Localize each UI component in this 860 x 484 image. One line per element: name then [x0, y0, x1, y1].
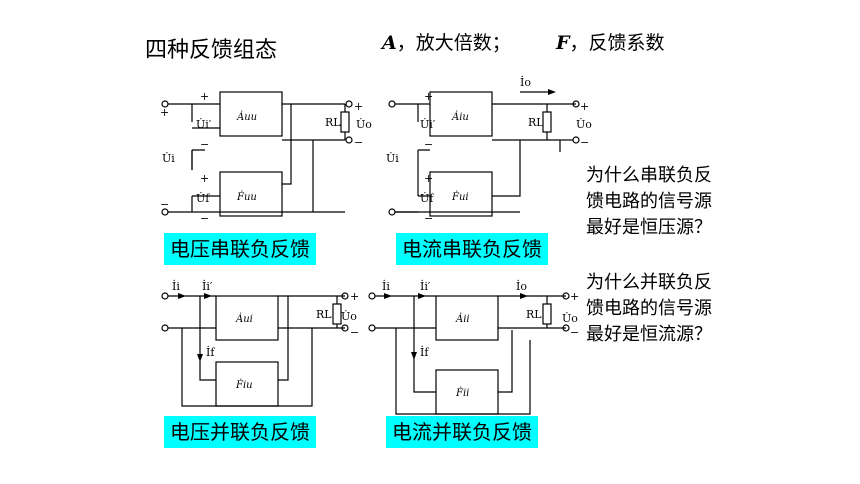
- c2-minus-1: −: [424, 138, 433, 151]
- question-shunt: 为什么并联负反 馈电路的信号源 最好是恒流源？: [586, 270, 712, 348]
- c3-f-label: Ḟiu: [235, 379, 253, 391]
- c3-plus-out: +: [350, 290, 359, 303]
- c4-uo: U̇o: [562, 312, 578, 325]
- io-arrow-c4: [520, 293, 528, 299]
- c4-minus-out: −: [570, 326, 579, 339]
- c4-if: İf: [420, 345, 429, 359]
- c2-plus-out: +: [580, 100, 589, 113]
- question-series-line-1: 为什么串联负反: [586, 165, 712, 186]
- c2-minus-2: −: [424, 212, 433, 225]
- circuit-voltage-series: [161, 91, 353, 217]
- circuit-voltage-shunt: [161, 292, 349, 407]
- c4-rl: RL: [526, 308, 542, 321]
- current-arrows: [178, 89, 556, 362]
- c4-f-label: Ḟii: [455, 387, 469, 399]
- question-series-line-2: 馈电路的信号源: [586, 191, 712, 212]
- c2-ui: U̇i: [386, 152, 399, 165]
- c1-rl: RL: [325, 116, 341, 129]
- c4-io: İo: [516, 279, 527, 293]
- c2-uf: U̇f: [420, 192, 434, 205]
- c2-f-label: Ḟui: [451, 191, 469, 203]
- question-shunt-line-1: 为什么并联负反: [586, 272, 712, 293]
- question-series: 为什么串联负反 馈电路的信号源 最好是恒压源？: [586, 163, 712, 241]
- ii-arrow-c3: [178, 293, 186, 299]
- legend-a-symbol: A: [382, 32, 397, 54]
- label-voltage-shunt: 电压并联负反馈: [164, 416, 316, 448]
- ii-arrow-c4: [384, 293, 392, 299]
- page-title: 四种反馈组态: [145, 38, 278, 63]
- c3-if: İf: [206, 345, 215, 359]
- circuit-current-shunt: [368, 292, 570, 415]
- if-arrow-c3: [197, 354, 203, 362]
- io-arrow-head: [548, 89, 556, 95]
- if-arrow-c4: [411, 352, 417, 360]
- c4-ii-prime: İi′: [420, 279, 431, 293]
- c3-ii-prime: İi′: [202, 279, 213, 293]
- c3-uo: U̇o: [341, 310, 357, 323]
- label-current-series: 电流串联负反馈: [396, 233, 548, 265]
- c4-ii: İi: [382, 279, 390, 293]
- c3-a-label: Ȧui: [235, 313, 253, 325]
- legend-a: A，放大倍数；: [382, 28, 511, 55]
- c1-plus-1: +: [200, 90, 209, 103]
- ii-prime-arrow-c3: [204, 293, 212, 299]
- c2-ui-prime: U̇i′: [420, 118, 436, 131]
- c1-f-label: Ḟuu: [236, 191, 257, 203]
- c3-rl: RL: [316, 308, 332, 321]
- circuit-current-series: [388, 91, 580, 217]
- label-current-shunt: 电流并联负反馈: [386, 416, 538, 448]
- c1-uf: U̇f: [196, 192, 210, 205]
- c3-ii: İi: [172, 279, 180, 293]
- c1-minus-out: −: [354, 136, 363, 149]
- c1-minus-1: −: [200, 138, 209, 151]
- c1-minus-3: −: [160, 198, 169, 211]
- legend-f-text: ，反馈系数: [569, 32, 665, 54]
- c2-a-label: Ȧiu: [451, 111, 469, 123]
- c2-io: İo: [520, 75, 531, 89]
- c3-minus-out: −: [350, 326, 359, 339]
- legend-a-text: ，放大倍数；: [396, 32, 511, 54]
- question-series-line-3: 最好是恒压源？: [586, 217, 712, 238]
- c2-plus-1: +: [424, 90, 433, 103]
- c4-plus-out: +: [570, 290, 579, 303]
- label-voltage-series: 电压串联负反馈: [164, 233, 316, 265]
- c2-rl: RL: [528, 116, 544, 129]
- c1-uo: U̇o: [356, 118, 372, 131]
- legend-f: F，反馈系数: [556, 28, 665, 55]
- c1-a-label: Ȧuu: [236, 111, 257, 123]
- c1-minus-2: −: [200, 212, 209, 225]
- c1-ui: U̇i: [162, 152, 175, 165]
- c1-plus-2: +: [160, 106, 169, 119]
- c2-uo: U̇o: [576, 118, 592, 131]
- c1-plus-3: +: [200, 172, 209, 185]
- ii-prime-arrow-c4: [418, 293, 426, 299]
- legend-f-symbol: F: [556, 32, 570, 54]
- c1-ui-prime: U̇i′: [196, 118, 212, 131]
- c2-minus-out: −: [580, 136, 589, 149]
- c4-a-label: Ȧii: [455, 313, 470, 325]
- c2-plus-3: +: [424, 172, 433, 185]
- question-shunt-line-2: 馈电路的信号源: [586, 298, 712, 319]
- c1-plus-out: +: [354, 100, 363, 113]
- question-shunt-line-3: 最好是恒流源？: [586, 324, 712, 345]
